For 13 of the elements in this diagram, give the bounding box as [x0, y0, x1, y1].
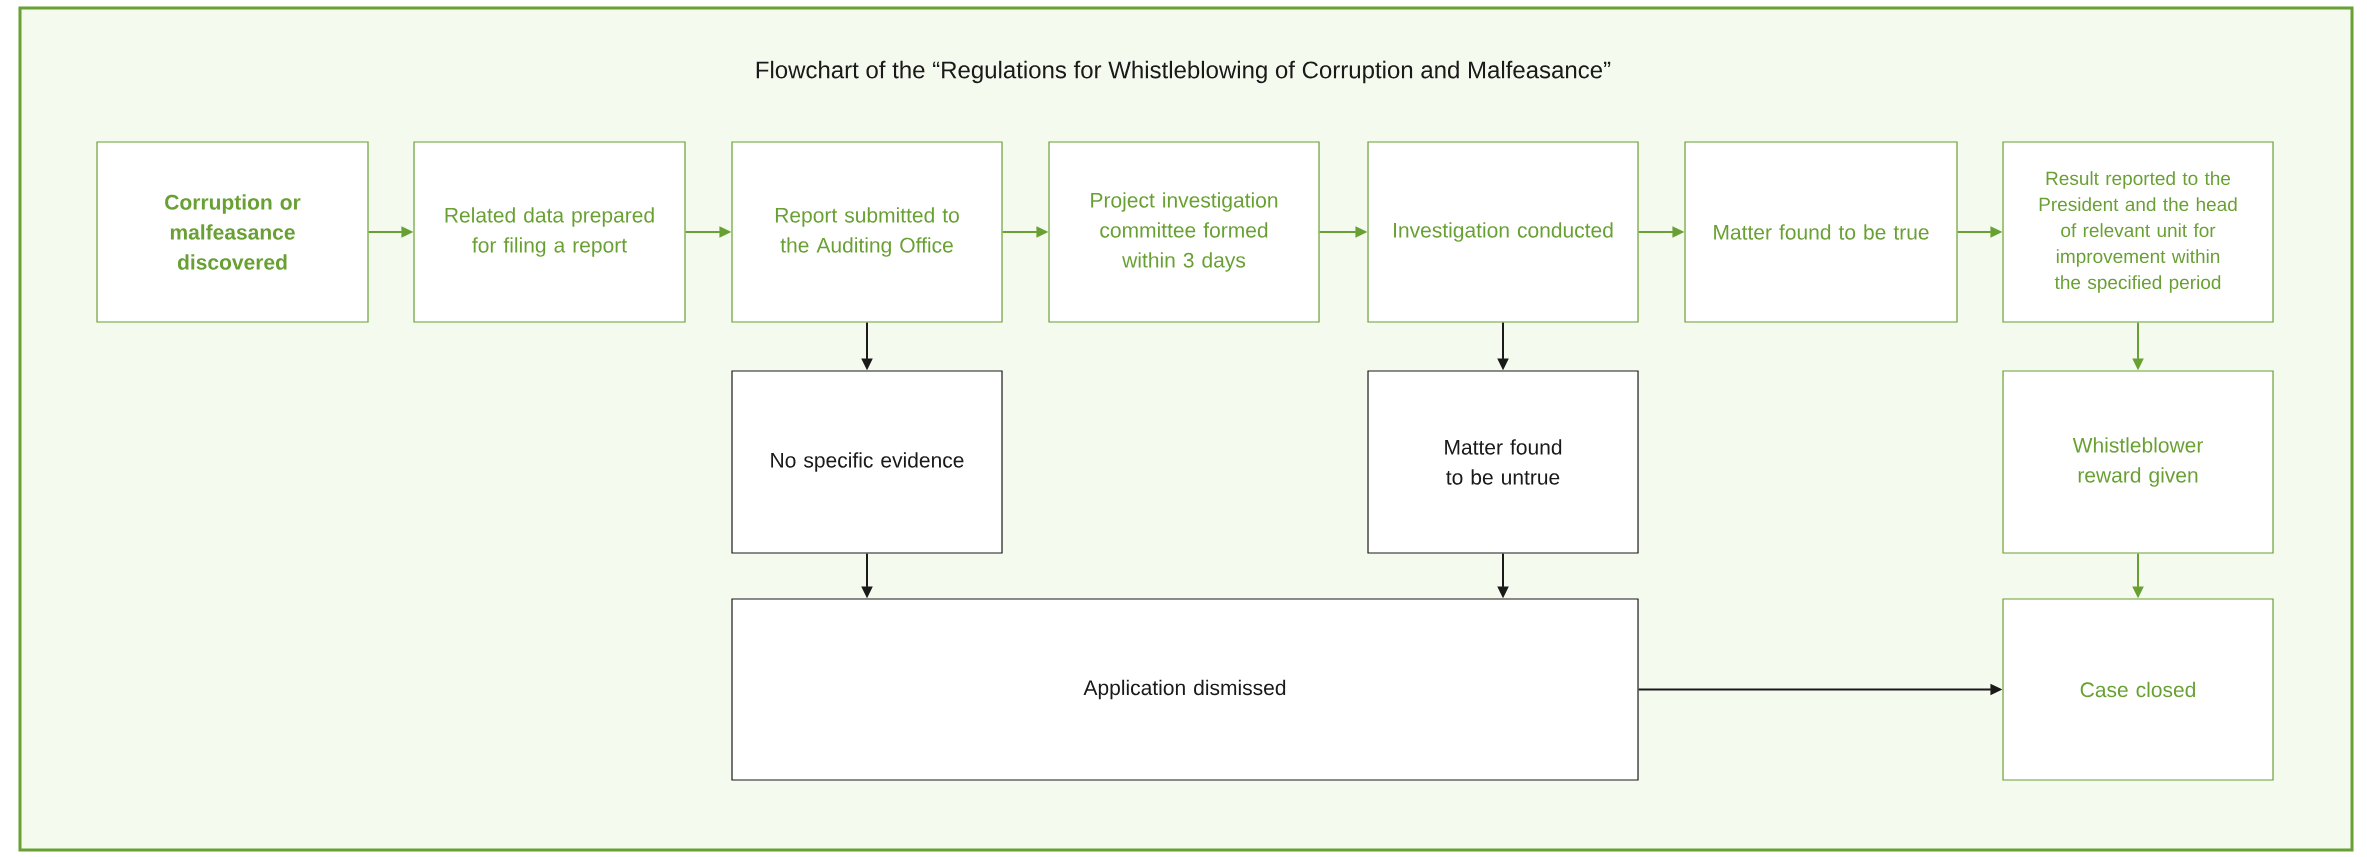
process-box: Report submitted to the Auditing Office — [731, 141, 1003, 323]
title: Flowchart of the “Regulations for Whistleblowing of Corruption and Malfeasance” — [756, 60, 1611, 84]
process-box: Case closed — [2002, 598, 2274, 781]
process-box: Corruption or malfeasance discovered — [96, 141, 369, 323]
process-box: Result reported to the President and the head of relevant unit for improvement within the specified period — [2002, 141, 2274, 323]
process-box: Whistleblower reward given — [2002, 370, 2274, 554]
process-box: Application dismissed — [731, 598, 1639, 781]
process-box: Related data prepared for filing a report — [413, 141, 686, 323]
process-box: Investigation conducted — [1367, 141, 1639, 323]
process-box: Matter found to be untrue — [1367, 370, 1639, 554]
process-box: Matter found to be true — [1684, 141, 1958, 323]
process-box: No specific evidence — [731, 370, 1003, 554]
process-box: Project investigation committee formed within 3 days — [1048, 141, 1320, 323]
